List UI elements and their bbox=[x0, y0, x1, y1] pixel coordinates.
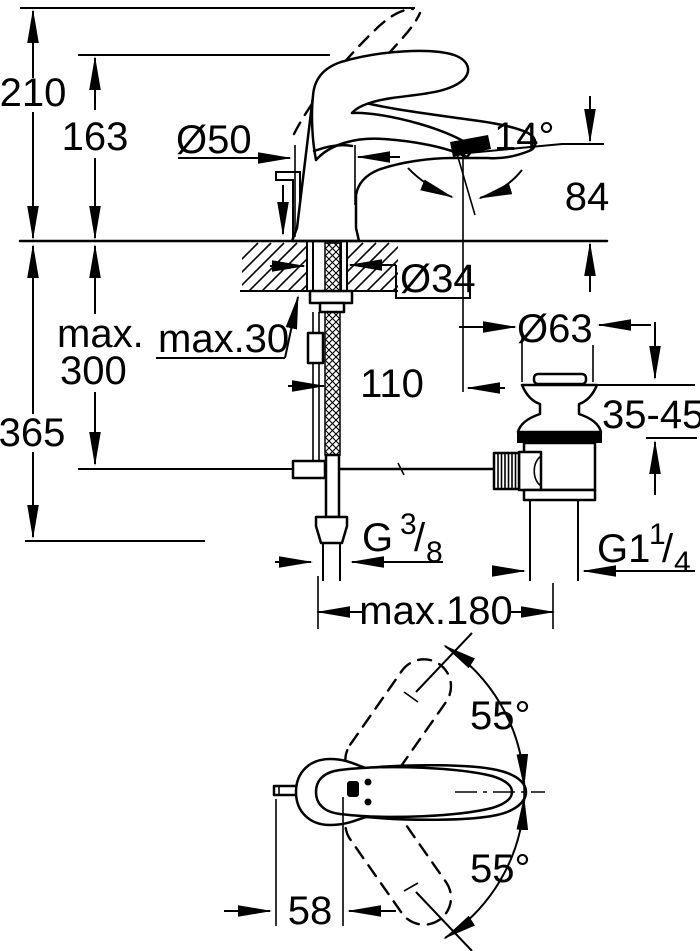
swivel-arrow-to-center-top bbox=[516, 753, 529, 788]
dim-rod-depth-line2: 300 bbox=[60, 349, 127, 393]
knob-knurling bbox=[497, 454, 517, 488]
pop-up-rod bbox=[275, 171, 301, 240]
dim-spout-reach: 110 bbox=[360, 362, 424, 406]
dim-hose-depth: 365 bbox=[0, 411, 65, 455]
dimension-annotations: 210 163 365 max. 300 Ø50 max.30 14° bbox=[0, 7, 700, 933]
dim-spout-height: 84 bbox=[565, 175, 610, 219]
front-view-faucet bbox=[275, 7, 537, 243]
waste-gasket bbox=[517, 432, 602, 443]
dim-waste-thread-prefix: G1 bbox=[597, 527, 650, 571]
dim-swivel-upper: 55° bbox=[470, 694, 531, 738]
dim-body-height: 163 bbox=[62, 115, 129, 159]
dim-supply-thread-prefix: G bbox=[362, 516, 393, 560]
dim-rod-depth-line1: max. bbox=[57, 312, 144, 356]
dim-spout-angle: 14° bbox=[494, 115, 555, 159]
waste-collar bbox=[522, 488, 597, 502]
pull-rod-coupler bbox=[306, 331, 325, 365]
aerator-outlet bbox=[450, 135, 491, 157]
dim-supply-thread-slash: / bbox=[414, 516, 426, 560]
waste-plug-cap bbox=[532, 372, 588, 386]
top-view-handle-outline bbox=[314, 765, 514, 819]
dim-handle-offset: 58 bbox=[288, 889, 333, 933]
dim-supply-thread: G 3 / 8 bbox=[362, 508, 443, 569]
swivel-ray-lower bbox=[415, 891, 473, 951]
top-view bbox=[272, 632, 545, 951]
dim-waste-thread: G1 1 / 4 bbox=[597, 518, 691, 579]
swivel-tick-upper bbox=[403, 691, 419, 703]
top-view-dot-lower bbox=[364, 798, 372, 806]
waste-flange-cone bbox=[516, 383, 603, 434]
dim-base-diameter: Ø50 bbox=[176, 118, 252, 162]
dim-deck-thickness: max.30 bbox=[158, 317, 289, 361]
faucet-handle bbox=[310, 49, 476, 162]
threaded-shank bbox=[324, 242, 341, 456]
shank-lower-tube bbox=[324, 453, 341, 519]
pop-up-waste-assembly bbox=[492, 372, 603, 581]
swivel-arrow-to-center-bottom bbox=[516, 796, 529, 831]
dim-supply-thread-denominator: 8 bbox=[426, 536, 443, 569]
dim-waste-deck-range: 35-45 bbox=[602, 393, 700, 437]
top-view-dot-upper bbox=[364, 778, 372, 786]
dim-waste-thread-numerator: 1 bbox=[649, 518, 666, 551]
dim-supply-thread-numerator: 3 bbox=[400, 508, 417, 541]
swivel-tick-lower bbox=[403, 882, 419, 892]
dim-hole-diameter: Ø34 bbox=[400, 257, 476, 301]
top-view-cartridge-mark bbox=[347, 781, 359, 797]
rod-break-mark bbox=[397, 462, 405, 476]
swivel-ray-upper bbox=[415, 632, 473, 693]
waste-rod-boss bbox=[517, 450, 543, 492]
handle-body-joint bbox=[312, 143, 354, 153]
dim-max-spacing: max.180 bbox=[359, 589, 512, 633]
mounting-nut bbox=[308, 289, 354, 305]
dim-swivel-lower: 55° bbox=[470, 847, 531, 891]
supply-hose-nut bbox=[314, 515, 349, 545]
dim-waste-thread-slash: / bbox=[662, 527, 674, 571]
rod-coupling-block bbox=[291, 459, 327, 480]
dim-waste-flange-diameter: Ø63 bbox=[517, 307, 593, 351]
mounting-washer bbox=[318, 301, 346, 314]
dim-total-height: 210 bbox=[0, 71, 66, 115]
waste-ball-joint-curve bbox=[533, 455, 542, 487]
dim-waste-thread-denominator: 4 bbox=[674, 546, 691, 579]
